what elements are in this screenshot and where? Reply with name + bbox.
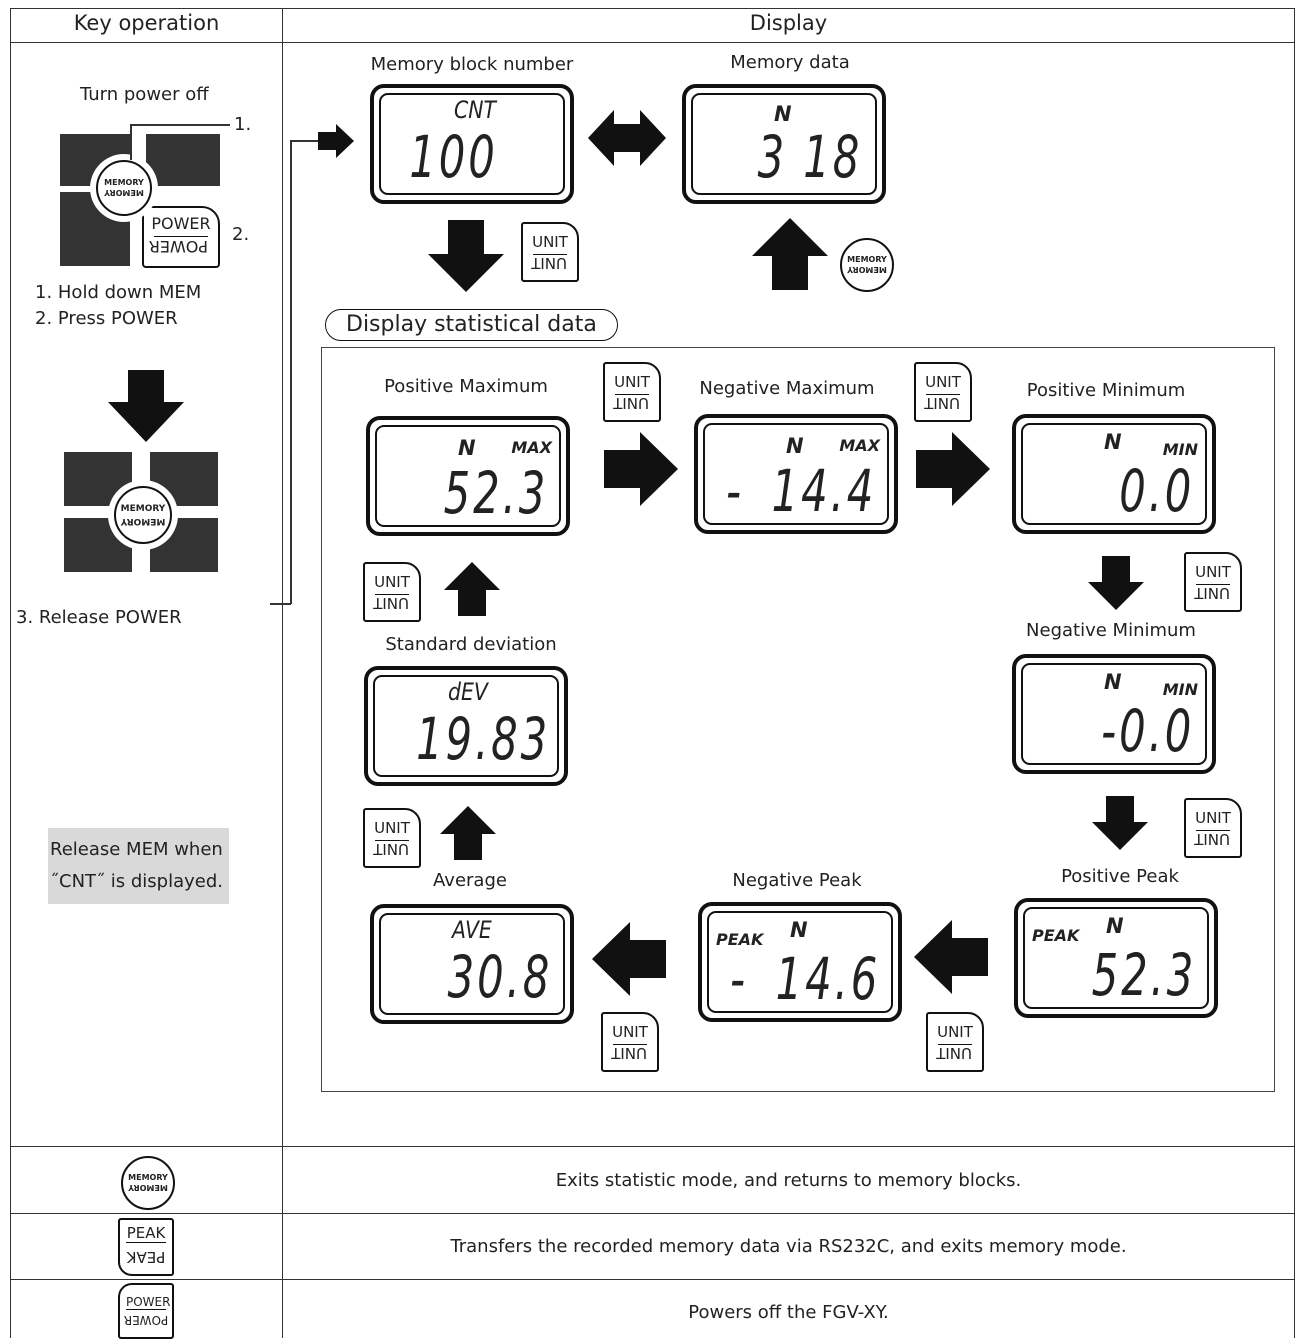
row-divider-3 [10, 1279, 1295, 1280]
power-key-icon: POWER POWER [118, 1283, 174, 1339]
callout-number-1: 1. [234, 114, 252, 135]
negative-peak-label: Negative Peak [732, 870, 862, 891]
memory-key-icon: MEMORY MEMORY [121, 1156, 175, 1210]
peak-key-icon: PEAK PEAK [118, 1218, 174, 1276]
memory-key-icon: MEMORY MEMORY [840, 238, 894, 292]
power-key-icon: POWER POWER [142, 206, 220, 268]
left-arrow-icon [914, 920, 988, 994]
right-arrow-icon [604, 432, 678, 506]
keypad-power-off: POWER POWER MEMORY MEMORY [60, 134, 220, 268]
negative-minimum-label: Negative Minimum [1026, 620, 1196, 641]
down-arrow-icon [1088, 556, 1144, 610]
memory-key-icon: MEMORY MEMORY [96, 160, 152, 216]
table-top-border [10, 8, 1295, 9]
release-mem-note: Release MEM when ˝CNT˝ is displayed. [48, 828, 229, 904]
positive-maximum-label: Positive Maximum [384, 376, 548, 397]
left-arrow-icon [592, 922, 666, 996]
release-power-step: 3. Release POWER [16, 607, 182, 628]
memory-key-description: Exits statistic mode, and returns to mem… [555, 1170, 1022, 1191]
statistical-data-title: Display statistical data [325, 309, 618, 341]
positive-maximum-lcd: N MAX 52.3 [366, 416, 570, 536]
header-display: Display [749, 11, 828, 35]
memory-block-number-label: Memory block number [370, 54, 574, 75]
memory-data-label: Memory data [730, 52, 850, 73]
right-arrow-icon [318, 124, 354, 158]
connector-line [270, 603, 291, 605]
double-arrow-icon [588, 110, 666, 166]
power-key-description: Powers off the FGV-XY. [688, 1302, 889, 1323]
callout-number-2: 2. [232, 224, 250, 245]
average-label: Average [433, 870, 507, 891]
down-arrow-icon [108, 370, 184, 442]
positive-minimum-label: Positive Minimum [1026, 380, 1186, 401]
press-power-step: 2. Press POWER [35, 308, 178, 329]
table-left-border [10, 8, 11, 1338]
column-divider [282, 8, 283, 1338]
positive-peak-label: Positive Peak [1061, 866, 1179, 887]
memory-block-lcd: CNT 100 [370, 84, 574, 204]
turn-power-off-label: Turn power off [80, 84, 209, 105]
down-arrow-icon [1092, 796, 1148, 850]
header-key-operation: Key operation [73, 11, 220, 35]
positive-peak-lcd: PEAK N 52.3 [1014, 898, 1218, 1018]
up-arrow-icon [752, 218, 828, 290]
right-arrow-icon [916, 432, 990, 506]
row-divider-2 [10, 1213, 1295, 1214]
memory-data-lcd: N 3 18 [682, 84, 886, 204]
negative-peak-lcd: PEAK N - 14.6 [698, 902, 902, 1022]
keypad-memory-held: MEMORY MEMORY [64, 452, 218, 572]
callout-line-1-h [130, 124, 230, 126]
connector-line-top [290, 140, 320, 142]
memory-key-icon: MEMORY MEMORY [114, 486, 172, 544]
header-divider [10, 42, 1295, 43]
standard-deviation-lcd: dEV 19.83 [364, 666, 568, 786]
connector-line-v [290, 140, 292, 604]
up-arrow-icon [444, 562, 500, 616]
row-divider-1 [10, 1146, 1295, 1147]
standard-deviation-label: Standard deviation [385, 634, 557, 655]
negative-maximum-label: Negative Maximum [699, 378, 875, 399]
average-lcd: AVE 30.8 [370, 904, 574, 1024]
down-arrow-icon [428, 220, 504, 292]
up-arrow-icon [440, 806, 496, 860]
peak-key-description: Transfers the recorded memory data via R… [450, 1236, 1127, 1257]
positive-minimum-lcd: N MIN 0.0 [1012, 414, 1216, 534]
negative-minimum-lcd: N MIN -0.0 [1012, 654, 1216, 774]
statistics-frame [321, 347, 1275, 1092]
negative-maximum-lcd: N MAX - 14.4 [694, 414, 898, 534]
callout-line-1 [130, 124, 132, 160]
hold-mem-step: 1. Hold down MEM [35, 282, 202, 303]
